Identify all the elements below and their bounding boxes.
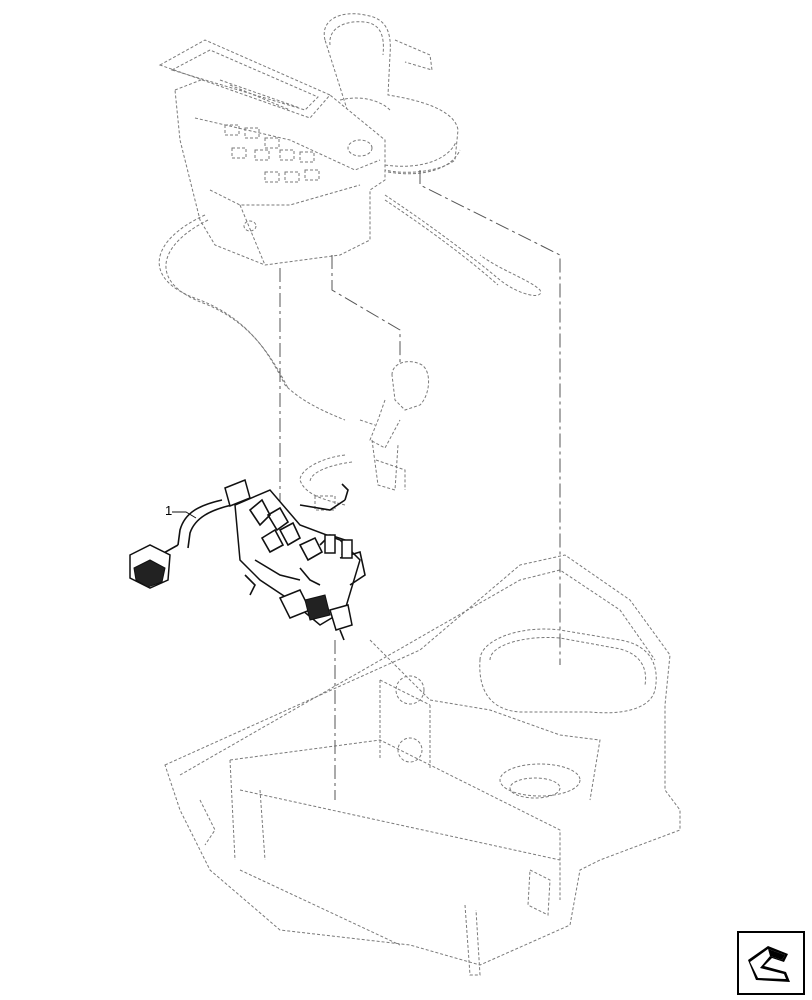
arrow-hand-icon[interactable]: [737, 931, 805, 995]
callout-1-label: 1: [165, 503, 172, 518]
alignment-leaders: [279, 170, 561, 800]
joystick-outline: [299, 361, 429, 511]
cab-floor-frame-outline: [164, 554, 681, 976]
wiring-harness-part-1[interactable]: [129, 478, 366, 641]
callout-1: 1: [165, 503, 197, 519]
cable-loops: [158, 194, 542, 421]
control-console-outline: [158, 39, 386, 266]
